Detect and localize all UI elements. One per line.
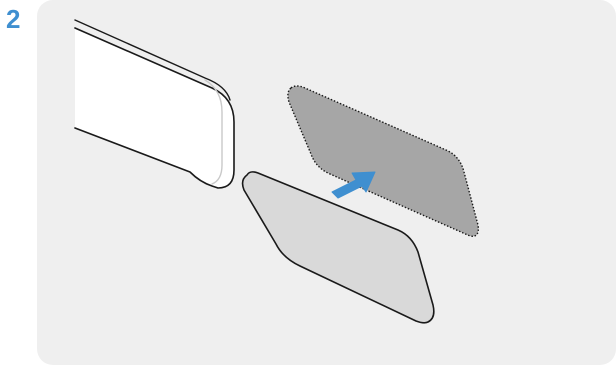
device-body [74,19,235,189]
pad-attachment-area [287,85,480,237]
step-number: 2 [6,4,21,34]
arrow-up-right-icon [331,171,376,199]
new-pad [241,171,435,324]
